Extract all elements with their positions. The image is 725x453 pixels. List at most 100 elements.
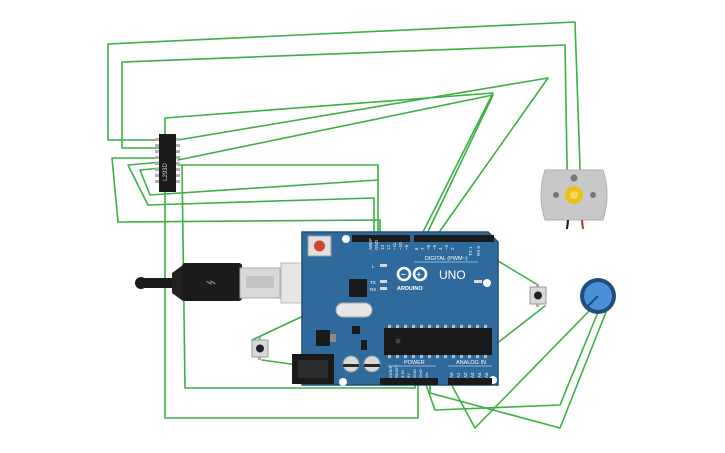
motor-side-hole: [590, 192, 596, 198]
arduino-uno-board[interactable]: AREF GND 13 12 ~11 ~10 ~9 8 7 ~6 ~5 4 ~3…: [292, 231, 499, 386]
led-tx: [380, 280, 387, 283]
pin-label: ~9: [404, 244, 409, 250]
pin-label: 7: [420, 247, 425, 250]
wire[interactable]: [424, 311, 599, 411]
power-label: POWER: [404, 360, 425, 366]
potentiometer[interactable]: [580, 278, 616, 314]
capacitor-band: [364, 364, 380, 367]
pushbutton-cap[interactable]: [256, 344, 264, 353]
dc-motor[interactable]: [540, 169, 608, 230]
arduino-logo-icon: [396, 266, 428, 282]
pin-label: ~5: [432, 244, 437, 250]
ic-body: [159, 134, 176, 192]
pin-label: ~3: [444, 244, 449, 250]
digital-pin-labels: AREF GND 13 12 ~11 ~10 ~9 8 7 ~6 ~5 4 ~3…: [368, 238, 481, 256]
aref-label: AREF: [368, 238, 373, 250]
pin-label: ~11: [392, 242, 397, 250]
ic-pins: [155, 138, 180, 183]
wire[interactable]: [107, 21, 583, 226]
chip-notch: [395, 338, 401, 344]
reset-button[interactable]: [314, 240, 325, 252]
wire[interactable]: [177, 94, 494, 239]
digital-label: DIGITAL (PWM~): [425, 256, 468, 262]
svg-text:A4: A4: [477, 372, 482, 378]
usb-plug-body: [182, 263, 242, 301]
svg-text:5V: 5V: [406, 373, 411, 378]
motor-shaft: [570, 191, 578, 199]
svg-text:GND: GND: [412, 369, 417, 378]
wire[interactable]: [429, 311, 607, 429]
mounting-hole: [483, 279, 491, 287]
svg-text:A1: A1: [456, 372, 461, 378]
wire[interactable]: [139, 167, 379, 196]
digital-header-right[interactable]: [414, 235, 494, 242]
power-pin-labels: IOREF RESET 3.3V 5V GND GND Vin: [388, 364, 429, 378]
logo-minus: −: [401, 270, 406, 279]
voltage-regulator: [316, 330, 330, 346]
capacitor-band: [343, 364, 359, 367]
led-on: [474, 280, 482, 283]
logo-plus: +: [417, 270, 422, 279]
board-model: UNO: [439, 268, 466, 282]
motor-top-terminal: [570, 174, 578, 182]
mounting-hole: [339, 378, 347, 386]
led-l-label: L: [372, 264, 375, 269]
pushbutton-cap[interactable]: [534, 291, 542, 300]
ic-label: L293D: [163, 162, 169, 180]
svg-text:RESET: RESET: [394, 364, 399, 378]
gnd-label: GND: [374, 239, 379, 250]
board-brand: ARDUINO: [397, 286, 423, 292]
power-header[interactable]: [380, 378, 438, 385]
wire[interactable]: [127, 161, 375, 239]
pushbutton-right[interactable]: [529, 284, 547, 307]
wire[interactable]: [111, 157, 381, 239]
usb-chip: [349, 279, 367, 297]
wire[interactable]: [164, 92, 494, 239]
motor-side-hole: [553, 192, 559, 198]
wire[interactable]: [449, 309, 591, 429]
pin-label: 12: [386, 244, 391, 250]
wire[interactable]: [177, 77, 549, 239]
led-l: [380, 264, 387, 267]
analog-header[interactable]: [448, 378, 492, 385]
led-rx-label: RX: [370, 287, 376, 292]
pin-label: TX 1: [468, 246, 473, 256]
pin-label: ~10: [398, 242, 403, 250]
pin-label: 4: [438, 247, 443, 250]
regulator-pins: [330, 334, 336, 342]
motor-lead-black[interactable]: [566, 219, 569, 230]
usb-cable-grip: [172, 265, 183, 301]
pin-label: RX 0: [476, 245, 481, 256]
usb-cable-cord: [141, 278, 176, 288]
pushbutton-left[interactable]: [251, 337, 269, 360]
digital-header-left[interactable]: [352, 235, 410, 242]
smd-component: [352, 326, 360, 334]
svg-text:A3: A3: [470, 372, 475, 378]
motor-lead-red[interactable]: [581, 219, 584, 230]
pushbutton-leg: [536, 284, 539, 287]
svg-text:GND: GND: [418, 369, 423, 378]
wire[interactable]: [492, 257, 539, 286]
pin-label: 8: [414, 247, 419, 250]
svg-text:3.3V: 3.3V: [400, 369, 405, 378]
svg-text:IOREF: IOREF: [388, 365, 393, 378]
pin-label: 2: [450, 247, 455, 250]
led-rx: [380, 287, 387, 290]
led-tx-label: TX: [370, 280, 376, 285]
l293d-ic[interactable]: L293D: [155, 134, 180, 192]
dc-power-jack-inner: [298, 360, 328, 378]
svg-text:A5: A5: [484, 372, 489, 378]
usb-connector-stripe: [246, 276, 274, 288]
wire[interactable]: [164, 164, 419, 419]
wire[interactable]: [177, 164, 379, 239]
usb-symbol-icon: ⌁: [206, 272, 217, 292]
on-label: ON: [484, 280, 491, 285]
pushbutton-leg: [536, 304, 539, 307]
wire[interactable]: [121, 44, 569, 226]
svg-text:Vin: Vin: [424, 372, 429, 378]
crystal-oscillator: [335, 302, 373, 318]
atmega-chip: [384, 328, 492, 355]
pushbutton-leg: [258, 337, 261, 340]
chip-pins: [388, 325, 487, 358]
